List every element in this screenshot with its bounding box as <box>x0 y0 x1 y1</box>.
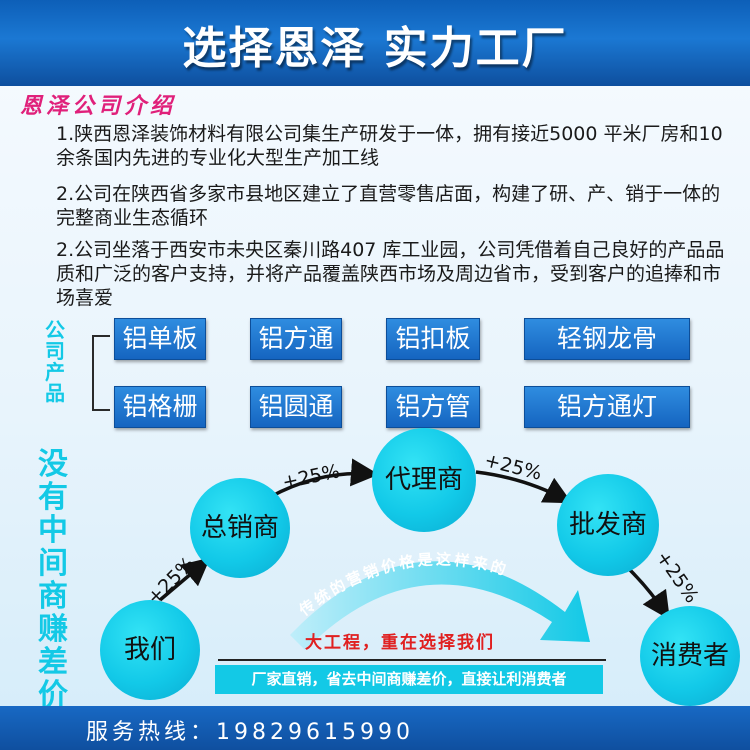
product-aluminum-panel[interactable]: 铝单板 <box>114 318 206 360</box>
vertical-char: 中 <box>38 513 68 548</box>
product-light-steel-keel[interactable]: 轻钢龙骨 <box>524 318 690 360</box>
intro-paragraph-3: 2.公司坐落于西安市未央区秦川路407 库工业园，公司凭借着自己良好的产品品质和… <box>56 239 725 309</box>
banner-title: 选择恩泽 实力工厂 <box>182 23 568 74</box>
vertical-char: 赚 <box>38 612 68 647</box>
product-aluminum-grille[interactable]: 铝格栅 <box>114 386 206 428</box>
intro-paragraph-1: 1.陕西恩泽装饰材料有限公司集生产研发于一体，拥有接近5000 平米厂房和10 … <box>56 123 723 169</box>
vertical-char: 司 <box>45 339 65 363</box>
product-aluminum-square-tube-light[interactable]: 铝方通灯 <box>524 386 690 428</box>
node-general-distributor: 总销商 <box>190 478 290 578</box>
arrow-us-to-general <box>158 557 211 602</box>
product-aluminum-clip-panel[interactable]: 铝扣板 <box>386 318 480 360</box>
top-banner: 选择恩泽 实力工厂 <box>0 0 750 86</box>
vertical-char: 间 <box>38 546 68 581</box>
node-us: 我们 <box>100 600 200 700</box>
products-bracket <box>92 335 110 411</box>
vertical-char: 公 <box>45 318 65 342</box>
vertical-char: 没 <box>38 447 68 482</box>
intro-title: 恩泽公司介绍 <box>20 94 177 119</box>
footer-bar: 服务热线：19829615990 <box>0 706 750 750</box>
vertical-char: 差 <box>38 645 68 680</box>
traditional-price-band <box>290 561 590 650</box>
divider-line <box>218 659 606 661</box>
service-hotline[interactable]: 服务热线：19829615990 <box>86 720 414 745</box>
node-agent: 代理商 <box>372 428 476 532</box>
arrow-wholesale-to-consumer <box>628 568 670 620</box>
slogan: 大工程，重在选择我们 <box>305 633 495 653</box>
product-aluminum-square-tube[interactable]: 铝方通 <box>250 318 342 360</box>
products-vertical-label: 公 司 产 品 <box>40 320 70 404</box>
product-aluminum-square-pipe[interactable]: 铝方管 <box>386 386 480 428</box>
arrow-agent-to-wholesale <box>475 470 573 504</box>
product-aluminum-round-tube[interactable]: 铝圆通 <box>250 386 342 428</box>
vertical-char: 产 <box>45 360 65 384</box>
intro-paragraph-2: 2.公司在陕西省多家市县地区建立了直营零售店面，构建了研、产、销于一体的完整商业… <box>56 183 721 229</box>
node-consumer: 消费者 <box>640 606 740 706</box>
node-wholesaler: 批发商 <box>557 474 659 576</box>
arrow-general-to-agent <box>269 458 379 499</box>
channel-vertical-label: 没 有 中 间 商 赚 差 价 <box>38 448 68 712</box>
vertical-char: 品 <box>45 381 65 405</box>
vertical-char: 有 <box>38 480 68 515</box>
factory-direct-banner: 厂家直销，省去中间商赚差价，直接让利消费者 <box>215 665 603 694</box>
vertical-char: 商 <box>38 579 68 614</box>
